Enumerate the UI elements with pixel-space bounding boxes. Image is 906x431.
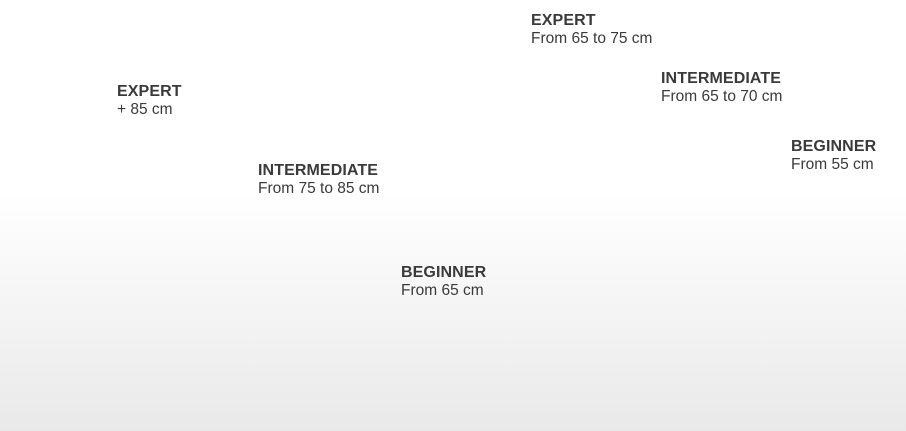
foil-label-expert-1: EXPERT + 85 cm xyxy=(117,82,182,120)
level-beginner-2: BEGINNER xyxy=(791,138,877,155)
size-intermediate-2: From 65 to 70 cm xyxy=(661,88,783,106)
size-beginner-2: From 55 cm xyxy=(791,156,874,174)
foil-label-beginner-1: BEGINNER From 65 cm xyxy=(401,263,486,301)
level-beginner-1: BEGINNER xyxy=(401,264,487,281)
level-expert-1: EXPERT xyxy=(117,83,182,100)
size-intermediate-1: From 75 to 85 cm xyxy=(258,180,380,198)
foil-label-intermediate-1: INTERMEDIATE From 75 to 85 cm xyxy=(258,161,379,199)
level-intermediate-2: INTERMEDIATE xyxy=(661,70,782,87)
size-expert-1: + 85 cm xyxy=(117,101,173,119)
size-expert-2: From 65 to 75 cm xyxy=(531,30,653,48)
foil-label-beginner-2: BEGINNER From 55 cm xyxy=(791,137,876,175)
size-beginner-1: From 65 cm xyxy=(401,282,484,300)
level-expert-2: EXPERT xyxy=(531,12,596,29)
foil-label-expert-2: EXPERT From 65 to 75 cm xyxy=(531,11,652,49)
level-intermediate-1: INTERMEDIATE xyxy=(258,162,379,179)
foil-label-intermediate-2: INTERMEDIATE From 65 to 70 cm xyxy=(661,69,782,107)
